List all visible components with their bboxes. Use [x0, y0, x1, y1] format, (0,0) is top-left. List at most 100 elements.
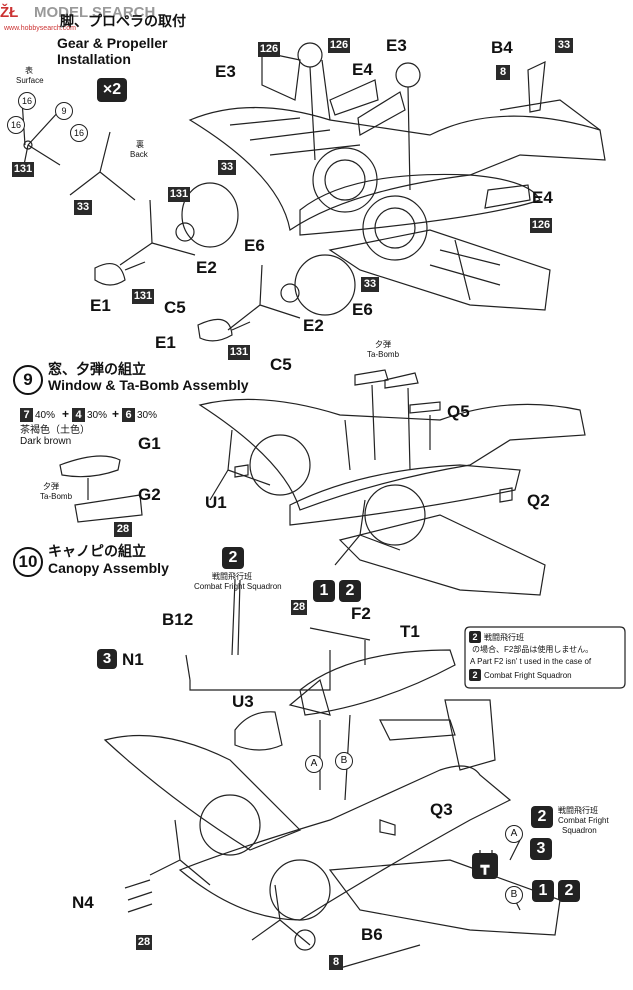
- label-B12: B12: [162, 610, 194, 629]
- plus-2: +: [112, 407, 120, 421]
- code-131-c: 131: [132, 289, 154, 304]
- code-33-d: 33: [361, 277, 379, 292]
- label-E2-a: E2: [196, 258, 217, 277]
- back-jp: 裏: [136, 140, 144, 149]
- label-Q3: Q3: [430, 800, 453, 819]
- paint-4-pct: 30%: [87, 410, 108, 421]
- paint-6: 6: [122, 408, 135, 422]
- color-jp: 茶褐色（土色）: [20, 425, 90, 436]
- code-126-b: 126: [328, 38, 350, 53]
- step10-number: 10: [13, 547, 43, 577]
- step9-number: 9: [13, 365, 43, 395]
- label-E3-b: E3: [386, 36, 407, 55]
- note-line4: Combat Fright Squadron: [484, 671, 572, 680]
- tabomb-en-a: Ta-Bomb: [40, 492, 73, 501]
- watermark-model: MODEL: [34, 4, 89, 21]
- label-E1-b: E1: [155, 333, 176, 352]
- label-G2: G2: [138, 485, 161, 504]
- code-8-b: 8: [329, 955, 343, 970]
- marker-A-a: A: [305, 755, 323, 773]
- step9-title-en: Window & Ta-Bomb Assembly: [48, 377, 249, 393]
- code-131-d: 131: [228, 345, 250, 360]
- multiplier-badge: ×2: [97, 78, 127, 102]
- label-E1-a: E1: [90, 296, 111, 315]
- option-2-badge-b: 2: [558, 880, 580, 902]
- note-line1: 戦闘飛行班: [484, 633, 524, 642]
- color-en: Dark brown: [20, 436, 72, 447]
- squadron-en: Combat Fright Squadron: [194, 582, 282, 591]
- side-squad-en1: Combat Fright: [558, 816, 609, 825]
- label-E2-b: E2: [303, 316, 324, 335]
- part-icon-A: ┳: [472, 853, 498, 879]
- label-E4-b: E4: [532, 188, 553, 207]
- code-8-a: 8: [496, 65, 510, 80]
- label-N1: N1: [122, 650, 144, 669]
- code-131-b: 131: [168, 187, 190, 202]
- watermark-logo: ŽŁ: [0, 4, 19, 21]
- code-28-c: 28: [136, 935, 152, 950]
- surface-jp: 表: [25, 66, 33, 75]
- tabomb-jp-b: 夕弾: [375, 340, 391, 349]
- watermark-search: SEARCH: [92, 4, 156, 21]
- code-28-b: 28: [291, 600, 307, 615]
- code-16-b: 16: [7, 116, 25, 134]
- code-126-a: 126: [258, 42, 280, 57]
- code-33-c: 33: [218, 160, 236, 175]
- option-2-badge: 2: [339, 580, 361, 602]
- code-16-a: 16: [18, 92, 36, 110]
- back-en: Back: [130, 150, 148, 159]
- step9-title-jp: 窓、夕弾の組立: [48, 361, 146, 377]
- label-N4: N4: [72, 893, 94, 912]
- marker-B-a: B: [335, 752, 353, 770]
- label-U3: U3: [232, 692, 254, 711]
- step10-title-en: Canopy Assembly: [48, 560, 169, 576]
- side-badge-2: 2: [531, 806, 553, 828]
- surface-en: Surface: [16, 76, 44, 85]
- step9-airframe: [59, 369, 586, 596]
- label-E6-b: E6: [352, 300, 373, 319]
- label-F2: F2: [351, 604, 371, 623]
- option-1-badge-b: 1: [532, 880, 554, 902]
- watermark-url: www.hobbysearch.com: [4, 25, 76, 32]
- option-3-badge-a: 3: [97, 649, 117, 669]
- label-B4: B4: [491, 38, 513, 57]
- label-Q5: Q5: [447, 402, 470, 421]
- label-C5-a: C5: [164, 298, 186, 317]
- code-9: 9: [55, 102, 73, 120]
- step8-title-jp: 脚、プロペラの取付: [60, 13, 186, 29]
- label-U1: U1: [205, 493, 227, 512]
- step10-airframe: [103, 579, 561, 969]
- tabomb-en-b: Ta-Bomb: [367, 350, 400, 359]
- code-33-b: 33: [555, 38, 573, 53]
- step8-airframe: [188, 42, 606, 311]
- tabomb-jp-a: 夕弾: [43, 482, 59, 491]
- code-16-c: 16: [70, 124, 88, 142]
- code-33-a: 33: [74, 200, 92, 215]
- label-E4-a: E4: [352, 60, 373, 79]
- paint-4: 4: [72, 408, 85, 422]
- label-Q2: Q2: [527, 491, 550, 510]
- note-badge-2-b: 2: [469, 669, 481, 681]
- paint-7-pct: 40%: [35, 410, 56, 421]
- marker-A-b: A: [505, 825, 523, 843]
- note-line2: の場合、F2部品は使用しません。: [472, 645, 594, 654]
- note-box: [464, 626, 626, 689]
- label-T1: T1: [400, 622, 420, 641]
- label-C5-b: C5: [270, 355, 292, 374]
- squadron-badge: 2: [222, 547, 244, 569]
- label-E3-a: E3: [215, 62, 236, 81]
- note-badge-2-a: 2: [469, 631, 481, 643]
- paint-6-pct: 30%: [137, 410, 158, 421]
- step8-title-en1: Gear & Propeller: [57, 35, 168, 51]
- step10-title-jp: キャノピの組立: [48, 543, 146, 559]
- label-B6: B6: [361, 925, 383, 944]
- squadron-jp: 戦闘飛行班: [212, 572, 252, 581]
- side-squad-jp: 戦闘飛行班: [558, 806, 598, 815]
- option-1-badge: 1: [313, 580, 335, 602]
- side-squad-en2: Squadron: [562, 826, 597, 835]
- step8-title-en2: Installation: [57, 51, 131, 67]
- code-131-a: 131: [12, 162, 34, 177]
- plus-1: +: [62, 407, 70, 421]
- note-line3: A Part F2 isn' t used in the case of: [470, 657, 592, 666]
